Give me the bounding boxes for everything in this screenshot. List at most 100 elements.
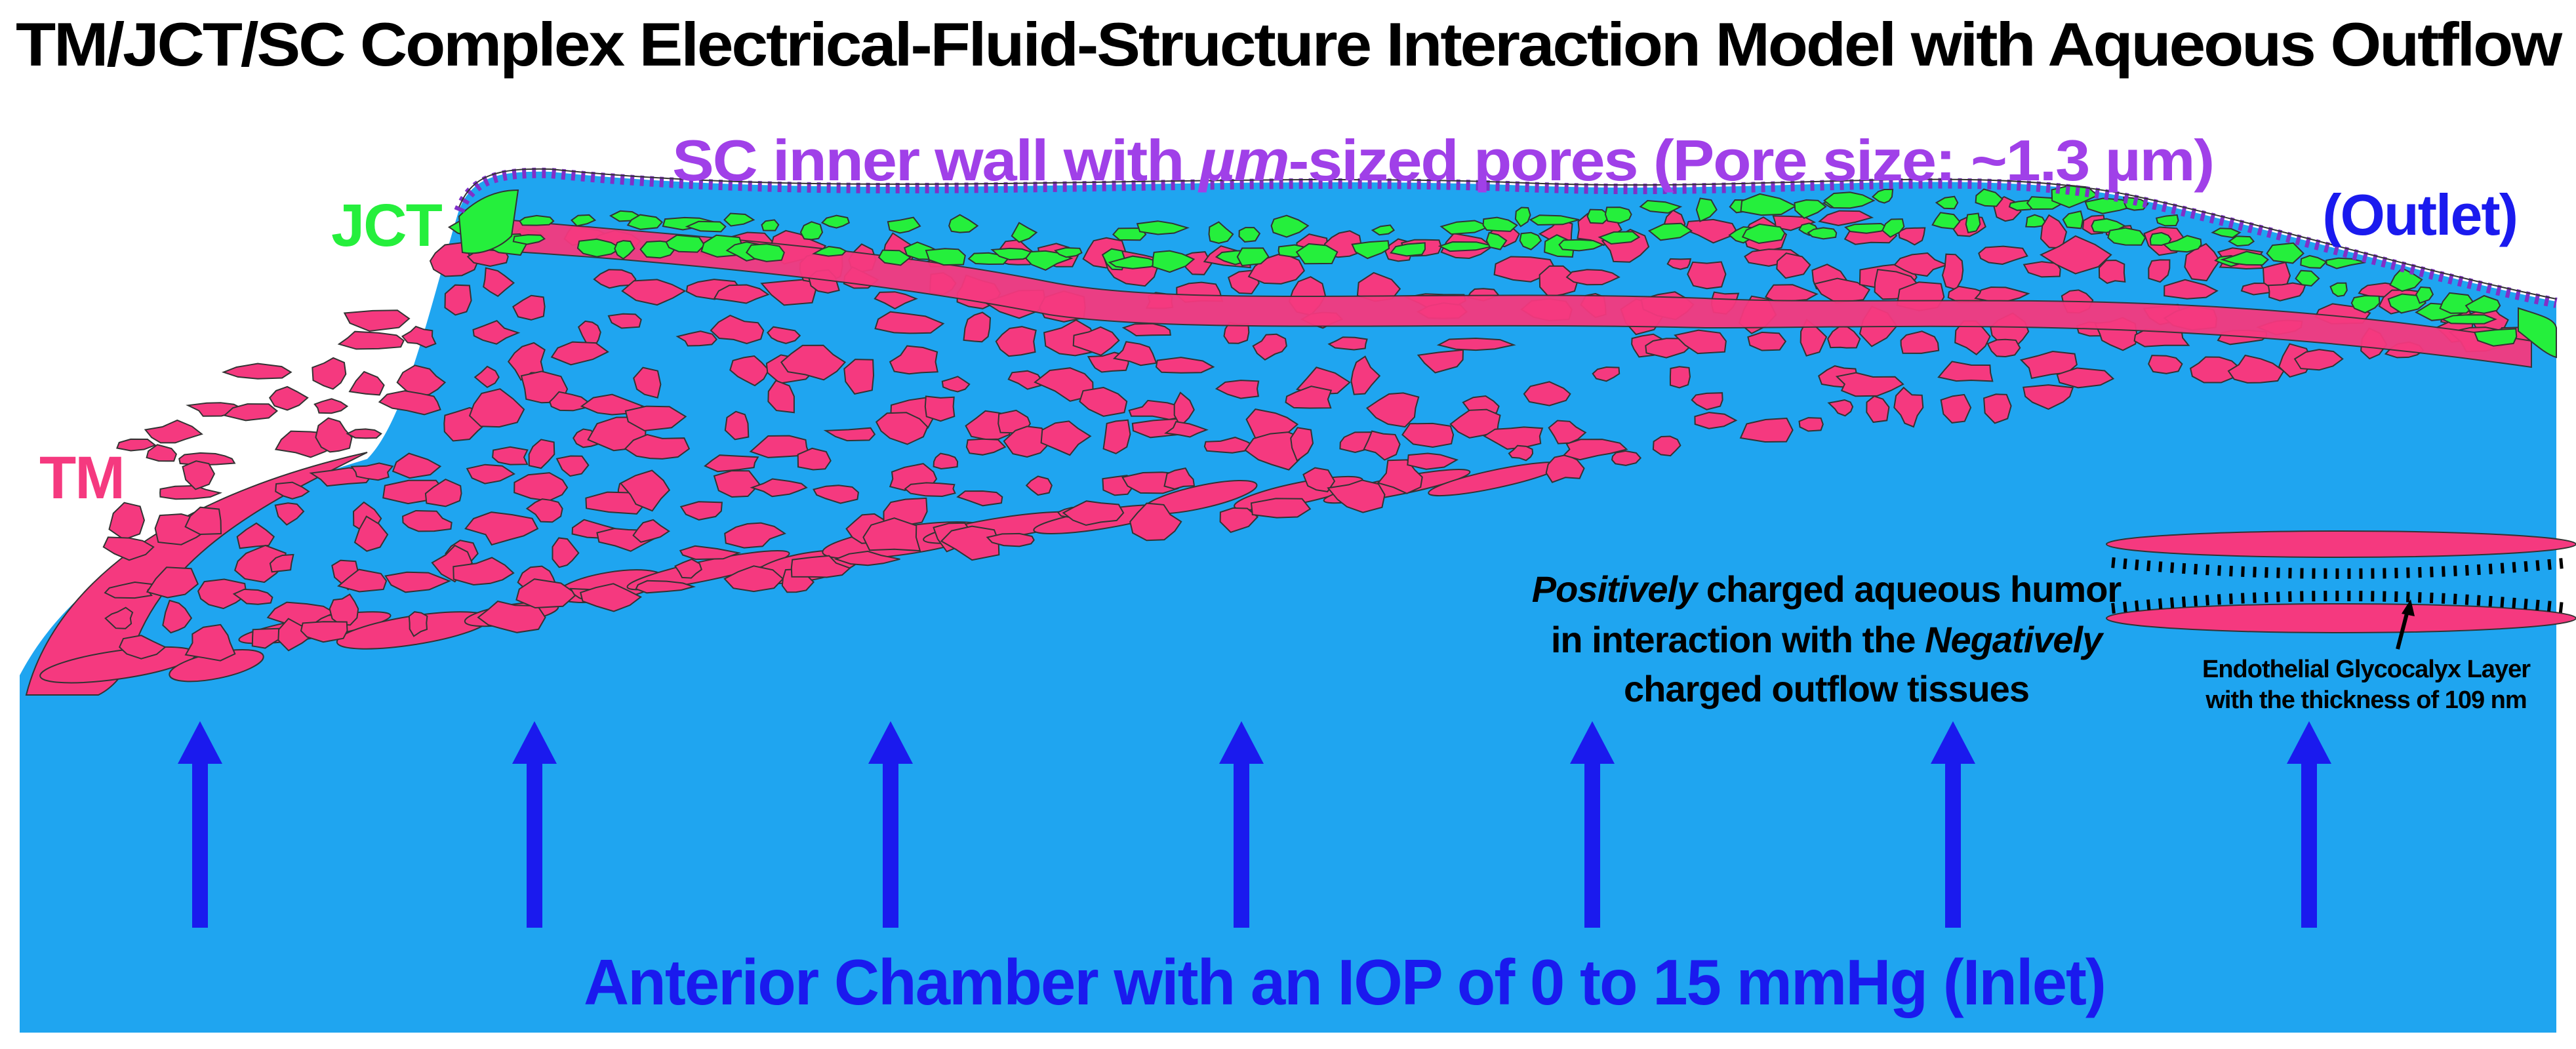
tm-trabecular-beam [1102,419,1131,454]
sc-inner-wall [454,167,2558,308]
jct-tissue-patch [1975,188,2003,207]
tm-beam [626,549,790,591]
tm-trabecular-beam [343,309,411,332]
jct-tissue-patch [1136,220,1190,235]
inlet-arrow-head [178,721,222,764]
tm-trabecular-beam [1900,330,1940,354]
tm-trabecular-beam [1219,507,1259,533]
tm-trabecular-beam [300,621,348,643]
tm-trabecular-beam [348,370,385,396]
tm-trabecular-beam [116,438,157,452]
tm-trabecular-beam [337,330,405,350]
jct-tissue-patch [1439,220,1492,235]
tm-trabecular-beam [315,417,353,453]
jct-tissue-patch [2155,214,2179,227]
tm-trabecular-beam [1128,399,1188,420]
jct-tissue-patch [1152,250,1196,273]
jct-tissue-patch [2266,242,2304,264]
tm-trabecular-beam [336,568,388,593]
tm-trabecular-beam [797,447,832,471]
tm-trabecular-beam [251,627,283,649]
tm-trabecular-beam [2293,349,2344,371]
jct-tissue-patch [925,248,966,266]
jct-tissue-patch [512,234,546,245]
tm-trabecular-beam [2267,282,2306,302]
jct-tissue-patch [2162,235,2202,253]
tm-trabecular-beam [1215,380,1260,399]
tm-trabecular-beam [1327,336,1368,351]
tm-trabecular-beam [275,481,310,500]
tm-trabecular-beam [550,341,609,366]
tm-trabecular-beam [269,553,294,573]
jct-tissue-patch [570,214,597,227]
tm-trabecular-beam [941,376,971,393]
jct-tissue-patch [2220,250,2269,266]
tm-trabecular-beam [1818,210,1874,226]
jct-tissue-patch [2329,282,2348,298]
glycocalyx-upper-cell [2106,530,2576,558]
jct-tissue-patch [1931,212,1961,230]
tm-trabecular-beam [1164,421,1209,438]
tm-trabecular-beam [453,557,515,586]
jct-tissue-patch [887,216,921,234]
tm-trabecular-beam [528,439,555,469]
tm-trabecular-beam [2184,243,2221,282]
tm-trabecular-beam [424,478,462,507]
jct-tissue-patch [1519,231,1542,250]
jct-tissue-patch [1823,191,1876,209]
tm-trabecular-beam [2098,259,2126,285]
jct-tissue-patch [1024,250,1074,271]
jct-tissue-patch [1295,243,1338,265]
tm-trabecular-beam [1687,261,1727,290]
tm-trabecular-beam [1986,338,2021,358]
tm-trabecular-beam [1983,393,2012,424]
tm-trabecular-beam [472,320,521,345]
tm-trabecular-beam [724,410,750,441]
tm-trabecular-beam [619,469,671,512]
tm-trabecular-beam [1652,435,1681,457]
tm-trabecular-beam [1040,420,1092,456]
tm-trabecular-beam [232,588,273,605]
tm-trabecular-beam [102,536,155,561]
sc-wall-label-post: -sized pores (Pore size: ~1.3 µm) [1288,128,2213,193]
tm-trabecular-beam [1350,355,1381,395]
tm-trabecular-beam [2040,235,2112,275]
inlet-label: Anterior Chamber with an IOP of 0 to 15 … [584,946,2105,1018]
tm-trabecular-beam [221,363,292,380]
tm-trabecular-beam [1565,269,1620,286]
glycocalyx-inset [2106,530,2576,650]
tm-trabecular-beam [956,490,1003,507]
jct-tissue-patch [1882,218,1905,238]
tm-trabecular-beam [1827,399,1854,417]
inlet-arrow-head [1219,721,1264,764]
tm-trabecular-beam [477,601,546,633]
glycocalyx-note-line1: Endothelial Glycocalyx Layer [2202,656,2531,683]
tm-trabecular-beam [1203,437,1257,454]
tm-trabecular-beam [713,469,761,498]
tm-trabecular-beam [1772,215,1817,231]
tm-trabecular-beam [1072,326,1120,356]
diagram-title: TM/JCT/SC Complex Electrical-Fluid-Struc… [16,10,2563,79]
tm-trabecular-beam [790,555,851,578]
tm-trabecular-beam [1327,479,1386,513]
jct-tissue-patch [1740,193,1798,216]
jct-tissue-patch [1108,255,1161,269]
tm-trabecular-beam [1940,393,1972,424]
charge-note: Positively charged aqueous humor in inte… [1532,568,2122,709]
jct-tissue-patch [519,214,555,226]
tm-trabecular-beam [1937,361,1994,382]
jct-tissue-patch [1485,231,1508,250]
tm-trabecular-beam [767,380,795,414]
tm-trabecular-beam [986,532,1035,547]
tm-trabecular-beam [1666,258,1692,270]
tm-trabecular-beam [1483,426,1544,450]
jct-tissue-patch [2439,292,2476,314]
jct-tissue-patch [948,214,979,233]
glycocalyx-pointer-arrow [2396,610,2409,650]
tm-trabecular-beam [904,482,956,498]
jct-right-edge [2518,307,2557,359]
jct-tissue-patch [2465,294,2501,314]
tm-label: TM [39,445,124,511]
tm-trabecular-beam [444,284,472,316]
